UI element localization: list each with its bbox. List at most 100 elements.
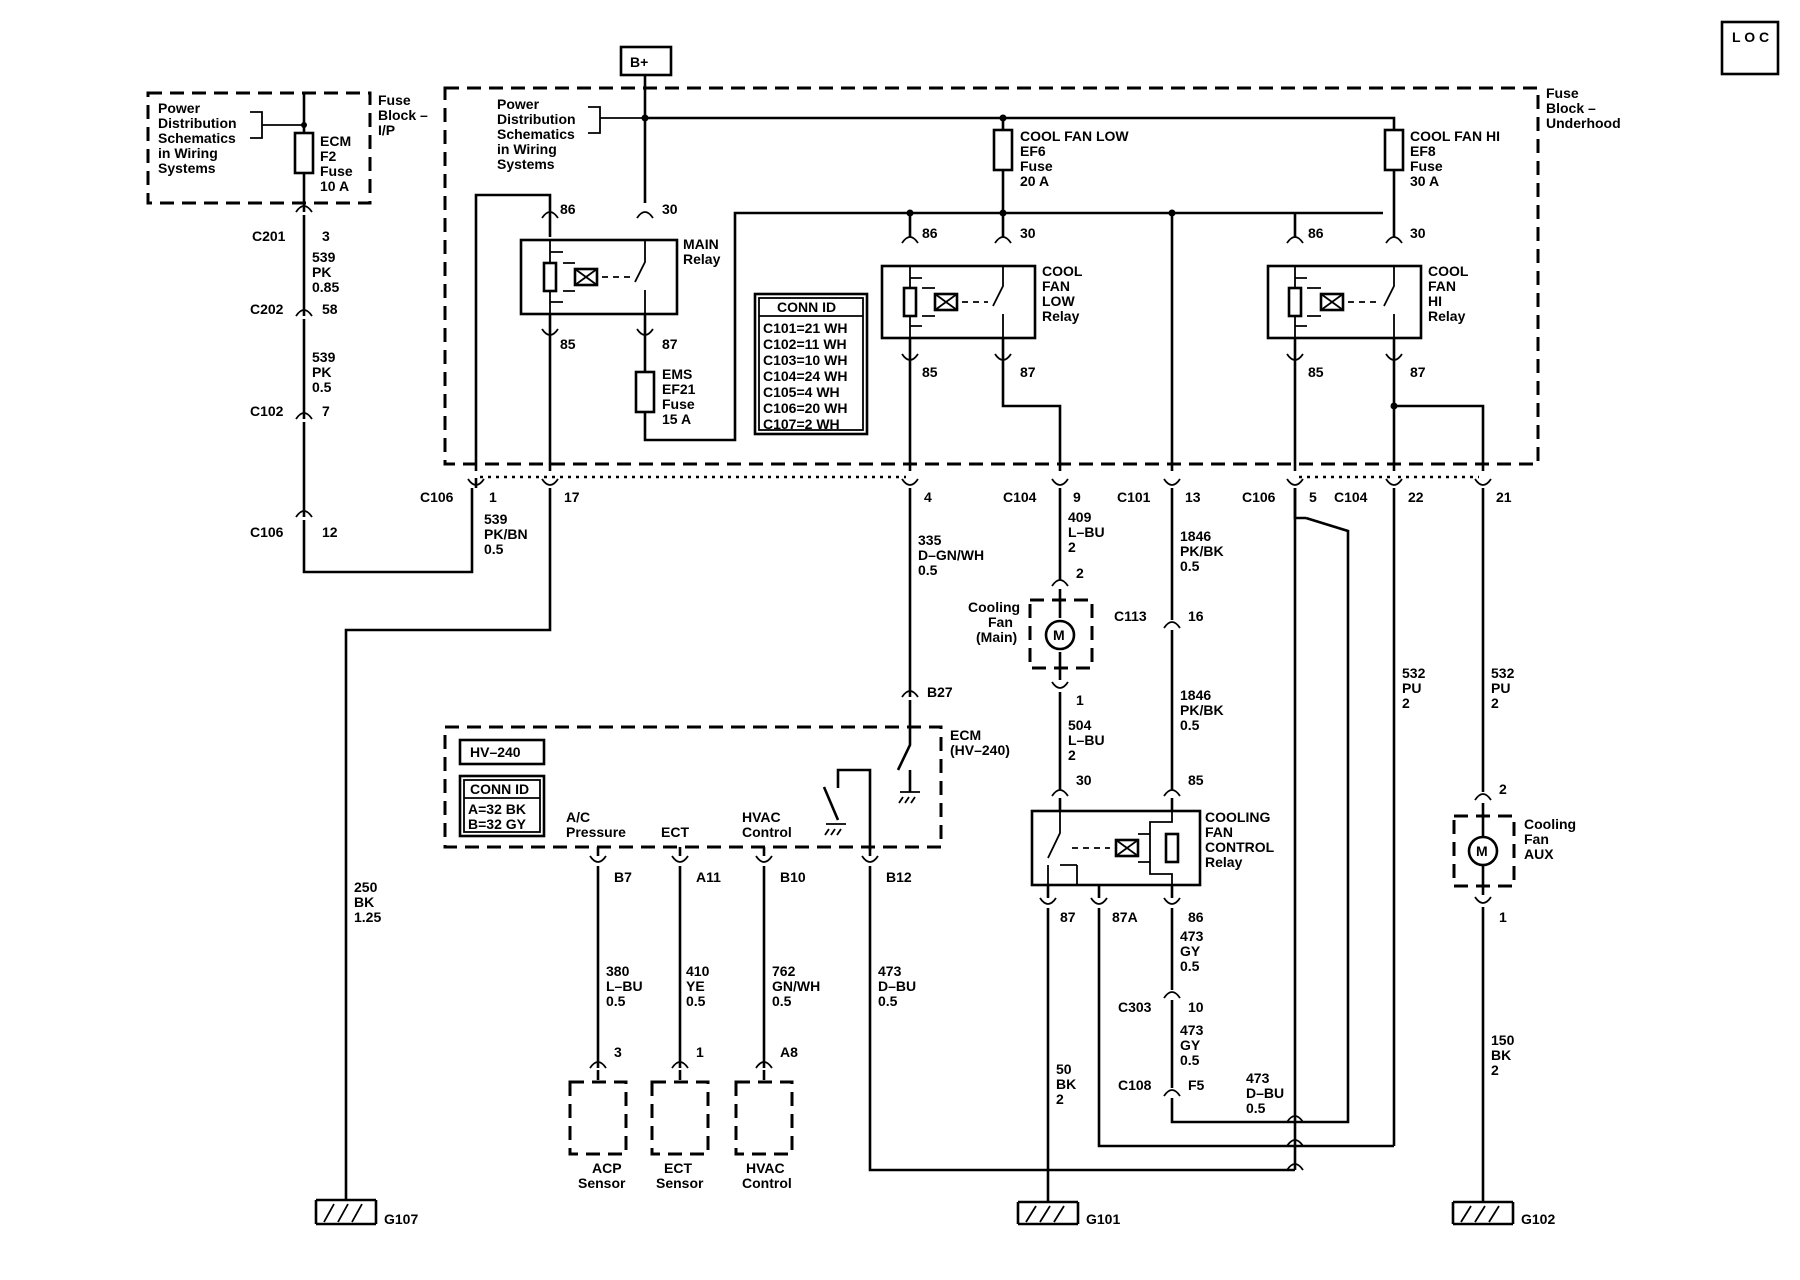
- svg-text:EF21: EF21: [662, 381, 696, 397]
- svg-text:0.5: 0.5: [878, 993, 898, 1009]
- svg-text:1846: 1846: [1180, 528, 1211, 544]
- svg-text:Schematics: Schematics: [497, 126, 575, 142]
- svg-text:30: 30: [1410, 225, 1426, 241]
- svg-text:C104: C104: [1003, 489, 1037, 505]
- svg-text:LOW: LOW: [1042, 293, 1075, 309]
- svg-text:Distribution: Distribution: [158, 115, 237, 131]
- svg-text:Pressure: Pressure: [566, 824, 626, 840]
- svg-text:(HV–240): (HV–240): [950, 742, 1010, 758]
- svg-text:BK: BK: [354, 894, 374, 910]
- ground-g102: G102: [1521, 1211, 1555, 1227]
- svg-text:C104=24 WH: C104=24 WH: [763, 368, 847, 384]
- ecm-module: HV–240 CONN ID A=32 BK B=32 GY ECM (HV–2…: [443, 725, 1010, 850]
- svg-text:532: 532: [1491, 665, 1515, 681]
- svg-text:1: 1: [489, 489, 497, 505]
- svg-text:GN/WH: GN/WH: [772, 978, 820, 994]
- svg-text:C202: C202: [250, 301, 284, 317]
- svg-text:M: M: [1476, 843, 1488, 859]
- svg-text:532: 532: [1402, 665, 1426, 681]
- svg-text:0.5: 0.5: [1180, 1052, 1200, 1068]
- svg-text:PK: PK: [312, 264, 331, 280]
- ecm-fuse: [293, 131, 315, 175]
- svg-text:L–BU: L–BU: [606, 978, 643, 994]
- svg-text:C107=2 WH: C107=2 WH: [763, 416, 840, 432]
- svg-text:473: 473: [1180, 928, 1204, 944]
- svg-text:B27: B27: [927, 684, 953, 700]
- svg-text:Control: Control: [742, 1175, 792, 1191]
- svg-text:86: 86: [1188, 909, 1204, 925]
- svg-text:Systems: Systems: [497, 156, 555, 172]
- svg-text:410: 410: [686, 963, 710, 979]
- svg-text:473: 473: [1180, 1022, 1204, 1038]
- svg-text:BK: BK: [1056, 1076, 1076, 1092]
- svg-text:150: 150: [1491, 1032, 1515, 1048]
- page-id: L O C: [1732, 29, 1769, 45]
- svg-text:Underhood: Underhood: [1546, 115, 1621, 131]
- svg-text:30: 30: [1020, 225, 1036, 241]
- conn-id-underhood-table: CONN ID C101=21 WH C102=11 WH C103=10 WH…: [753, 292, 869, 436]
- svg-text:L–BU: L–BU: [1068, 524, 1105, 540]
- svg-text:A=32 BK: A=32 BK: [468, 801, 526, 817]
- svg-text:FAN: FAN: [1428, 278, 1456, 294]
- circuit-hi-relay-control: [1286, 488, 1306, 1171]
- svg-text:0.5: 0.5: [1246, 1100, 1266, 1116]
- svg-text:YE: YE: [686, 978, 705, 994]
- svg-text:Power: Power: [497, 96, 540, 112]
- hvac-control-module: [734, 1080, 794, 1156]
- svg-text:87A: 87A: [1112, 909, 1138, 925]
- main-relay: 86 30 MAIN Relay 85 87 EMS EF21 Fuse 15 …: [474, 193, 1383, 471]
- svg-text:C303: C303: [1118, 999, 1152, 1015]
- fuse-block-ip: Power Distribution Schematics in Wiring …: [146, 91, 428, 212]
- svg-text:16: 16: [1188, 608, 1204, 624]
- svg-text:Fuse: Fuse: [1020, 158, 1053, 174]
- svg-text:ECM: ECM: [950, 727, 981, 743]
- ground-g107: G107: [384, 1211, 418, 1227]
- ground-g102-symbol: G102: [1451, 1200, 1555, 1227]
- bulkhead-connector-row: C106 1 17 4 C104 9 C101 13 C106 5 C104 2…: [420, 475, 1512, 505]
- svg-text:30: 30: [662, 201, 678, 217]
- svg-text:13: 13: [1185, 489, 1201, 505]
- svg-text:C101=21 WH: C101=21 WH: [763, 320, 847, 336]
- svg-text:Sensor: Sensor: [578, 1175, 626, 1191]
- svg-text:86: 86: [922, 225, 938, 241]
- ect-sensor: [650, 1080, 710, 1156]
- svg-text:ECT: ECT: [661, 824, 689, 840]
- svg-text:Schematics: Schematics: [158, 130, 236, 146]
- svg-text:22: 22: [1408, 489, 1424, 505]
- svg-text:539: 539: [312, 249, 336, 265]
- svg-text:Cooling: Cooling: [1524, 816, 1576, 832]
- svg-text:504: 504: [1068, 717, 1092, 733]
- svg-text:473: 473: [1246, 1070, 1270, 1086]
- svg-text:C104: C104: [1334, 489, 1368, 505]
- svg-text:AUX: AUX: [1524, 846, 1554, 862]
- ground-g101-symbol: G101: [1016, 1200, 1120, 1227]
- svg-text:PU: PU: [1402, 680, 1421, 696]
- svg-text:12: 12: [322, 524, 338, 540]
- svg-text:MAIN: MAIN: [683, 236, 719, 252]
- svg-text:D–GN/WH: D–GN/WH: [918, 547, 984, 563]
- battery-supply: B+: [619, 45, 673, 203]
- svg-text:473: 473: [878, 963, 902, 979]
- svg-text:Relay: Relay: [1205, 854, 1243, 870]
- svg-text:15 A: 15 A: [662, 411, 691, 427]
- svg-text:0.5: 0.5: [1180, 958, 1200, 974]
- svg-text:2: 2: [1499, 781, 1507, 797]
- page-locator-badge: L O C: [1720, 20, 1780, 76]
- svg-text:C201: C201: [252, 228, 286, 244]
- svg-text:PU: PU: [1491, 680, 1510, 696]
- svg-text:380: 380: [606, 963, 630, 979]
- svg-text:B=32 GY: B=32 GY: [468, 816, 527, 832]
- svg-text:1846: 1846: [1180, 687, 1211, 703]
- svg-text:Cooling: Cooling: [968, 599, 1020, 615]
- cool-fan-low-relay: 86 30 COOL FAN LOW Relay 85 87: [880, 209, 1176, 471]
- cool-fan-hi-relay: 86 30 COOL FAN HI Relay 85 87: [1170, 213, 1485, 471]
- svg-text:A8: A8: [780, 1044, 798, 1060]
- svg-text:0.5: 0.5: [772, 993, 792, 1009]
- svg-text:10: 10: [1188, 999, 1204, 1015]
- svg-text:0.85: 0.85: [312, 279, 339, 295]
- svg-text:50: 50: [1056, 1061, 1072, 1077]
- cool-fan-low-fuse: [992, 128, 1014, 172]
- svg-text:0.5: 0.5: [686, 993, 706, 1009]
- svg-text:A11: A11: [696, 869, 721, 885]
- cool-fan-hi-fuse: [1383, 128, 1405, 172]
